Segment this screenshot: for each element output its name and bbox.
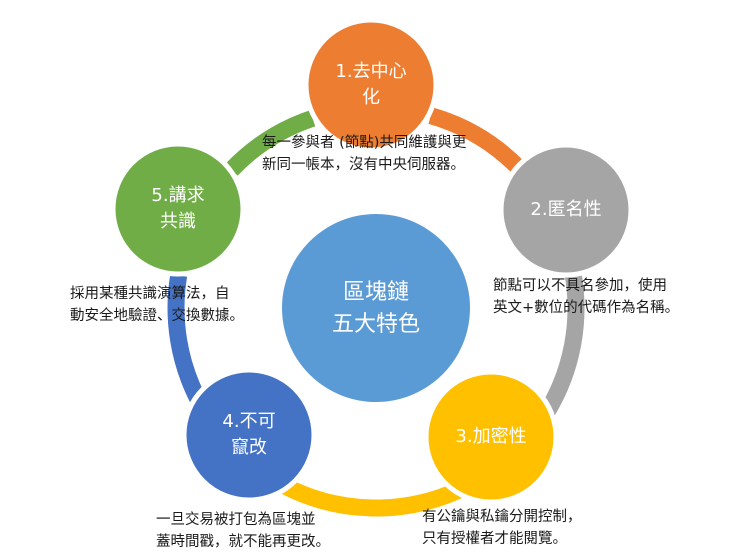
desc-consensus-line1: 採用某種共識演算法，自 xyxy=(70,286,230,302)
desc-encryption: 有公鑰與私鑰分開控制， 只有授權者才能閱覽。 xyxy=(422,507,582,551)
connector-arc-encryption xyxy=(278,477,463,517)
desc-immutability-line2: 蓋時間戳，就不能再更改。 xyxy=(156,533,330,550)
connector-arc-immutability xyxy=(167,274,207,406)
node-circle-consensus xyxy=(110,141,246,277)
desc-decentralization: 每一參與者 (節點)共同維護與更 新同一帳本，沒有中央伺服器。 xyxy=(262,133,466,177)
desc-encryption-line2: 只有授權者才能閱覽。 xyxy=(422,530,567,547)
center-circle xyxy=(282,214,470,402)
desc-decentralization-line1: 每一參與者 (節點)共同維護與更 xyxy=(262,135,467,151)
desc-decentralization-line2: 新同一帳本，沒有中央伺服器。 xyxy=(262,156,465,173)
node-circle-immutability xyxy=(181,367,317,503)
desc-consensus-line2: 動安全地驗證、交換數據。 xyxy=(70,307,244,324)
desc-anonymity-line2: 英文+數位的代碼作為名稱。 xyxy=(493,299,680,316)
desc-immutability: 一旦交易被打包為區塊並 蓋時間戳，就不能再更改。 xyxy=(156,510,330,554)
connector-arc-consensus xyxy=(225,110,316,176)
node-circle-encryption xyxy=(423,369,559,505)
desc-immutability-line1: 一旦交易被打包為區塊並 xyxy=(156,512,316,528)
desc-anonymity-line1: 節點可以不具名參加，使用 xyxy=(493,278,667,294)
connector-arc-decentralization xyxy=(428,107,525,174)
connector-arc-anonymity xyxy=(539,271,585,416)
desc-encryption-line1: 有公鑰與私鑰分開控制， xyxy=(422,509,582,525)
desc-anonymity: 節點可以不具名參加，使用 英文+數位的代碼作為名稱。 xyxy=(493,276,679,320)
node-circle-anonymity xyxy=(498,142,634,278)
node-circle-decentralization xyxy=(303,17,439,153)
desc-consensus: 採用某種共識演算法，自 動安全地驗證、交換數據。 xyxy=(70,284,244,328)
